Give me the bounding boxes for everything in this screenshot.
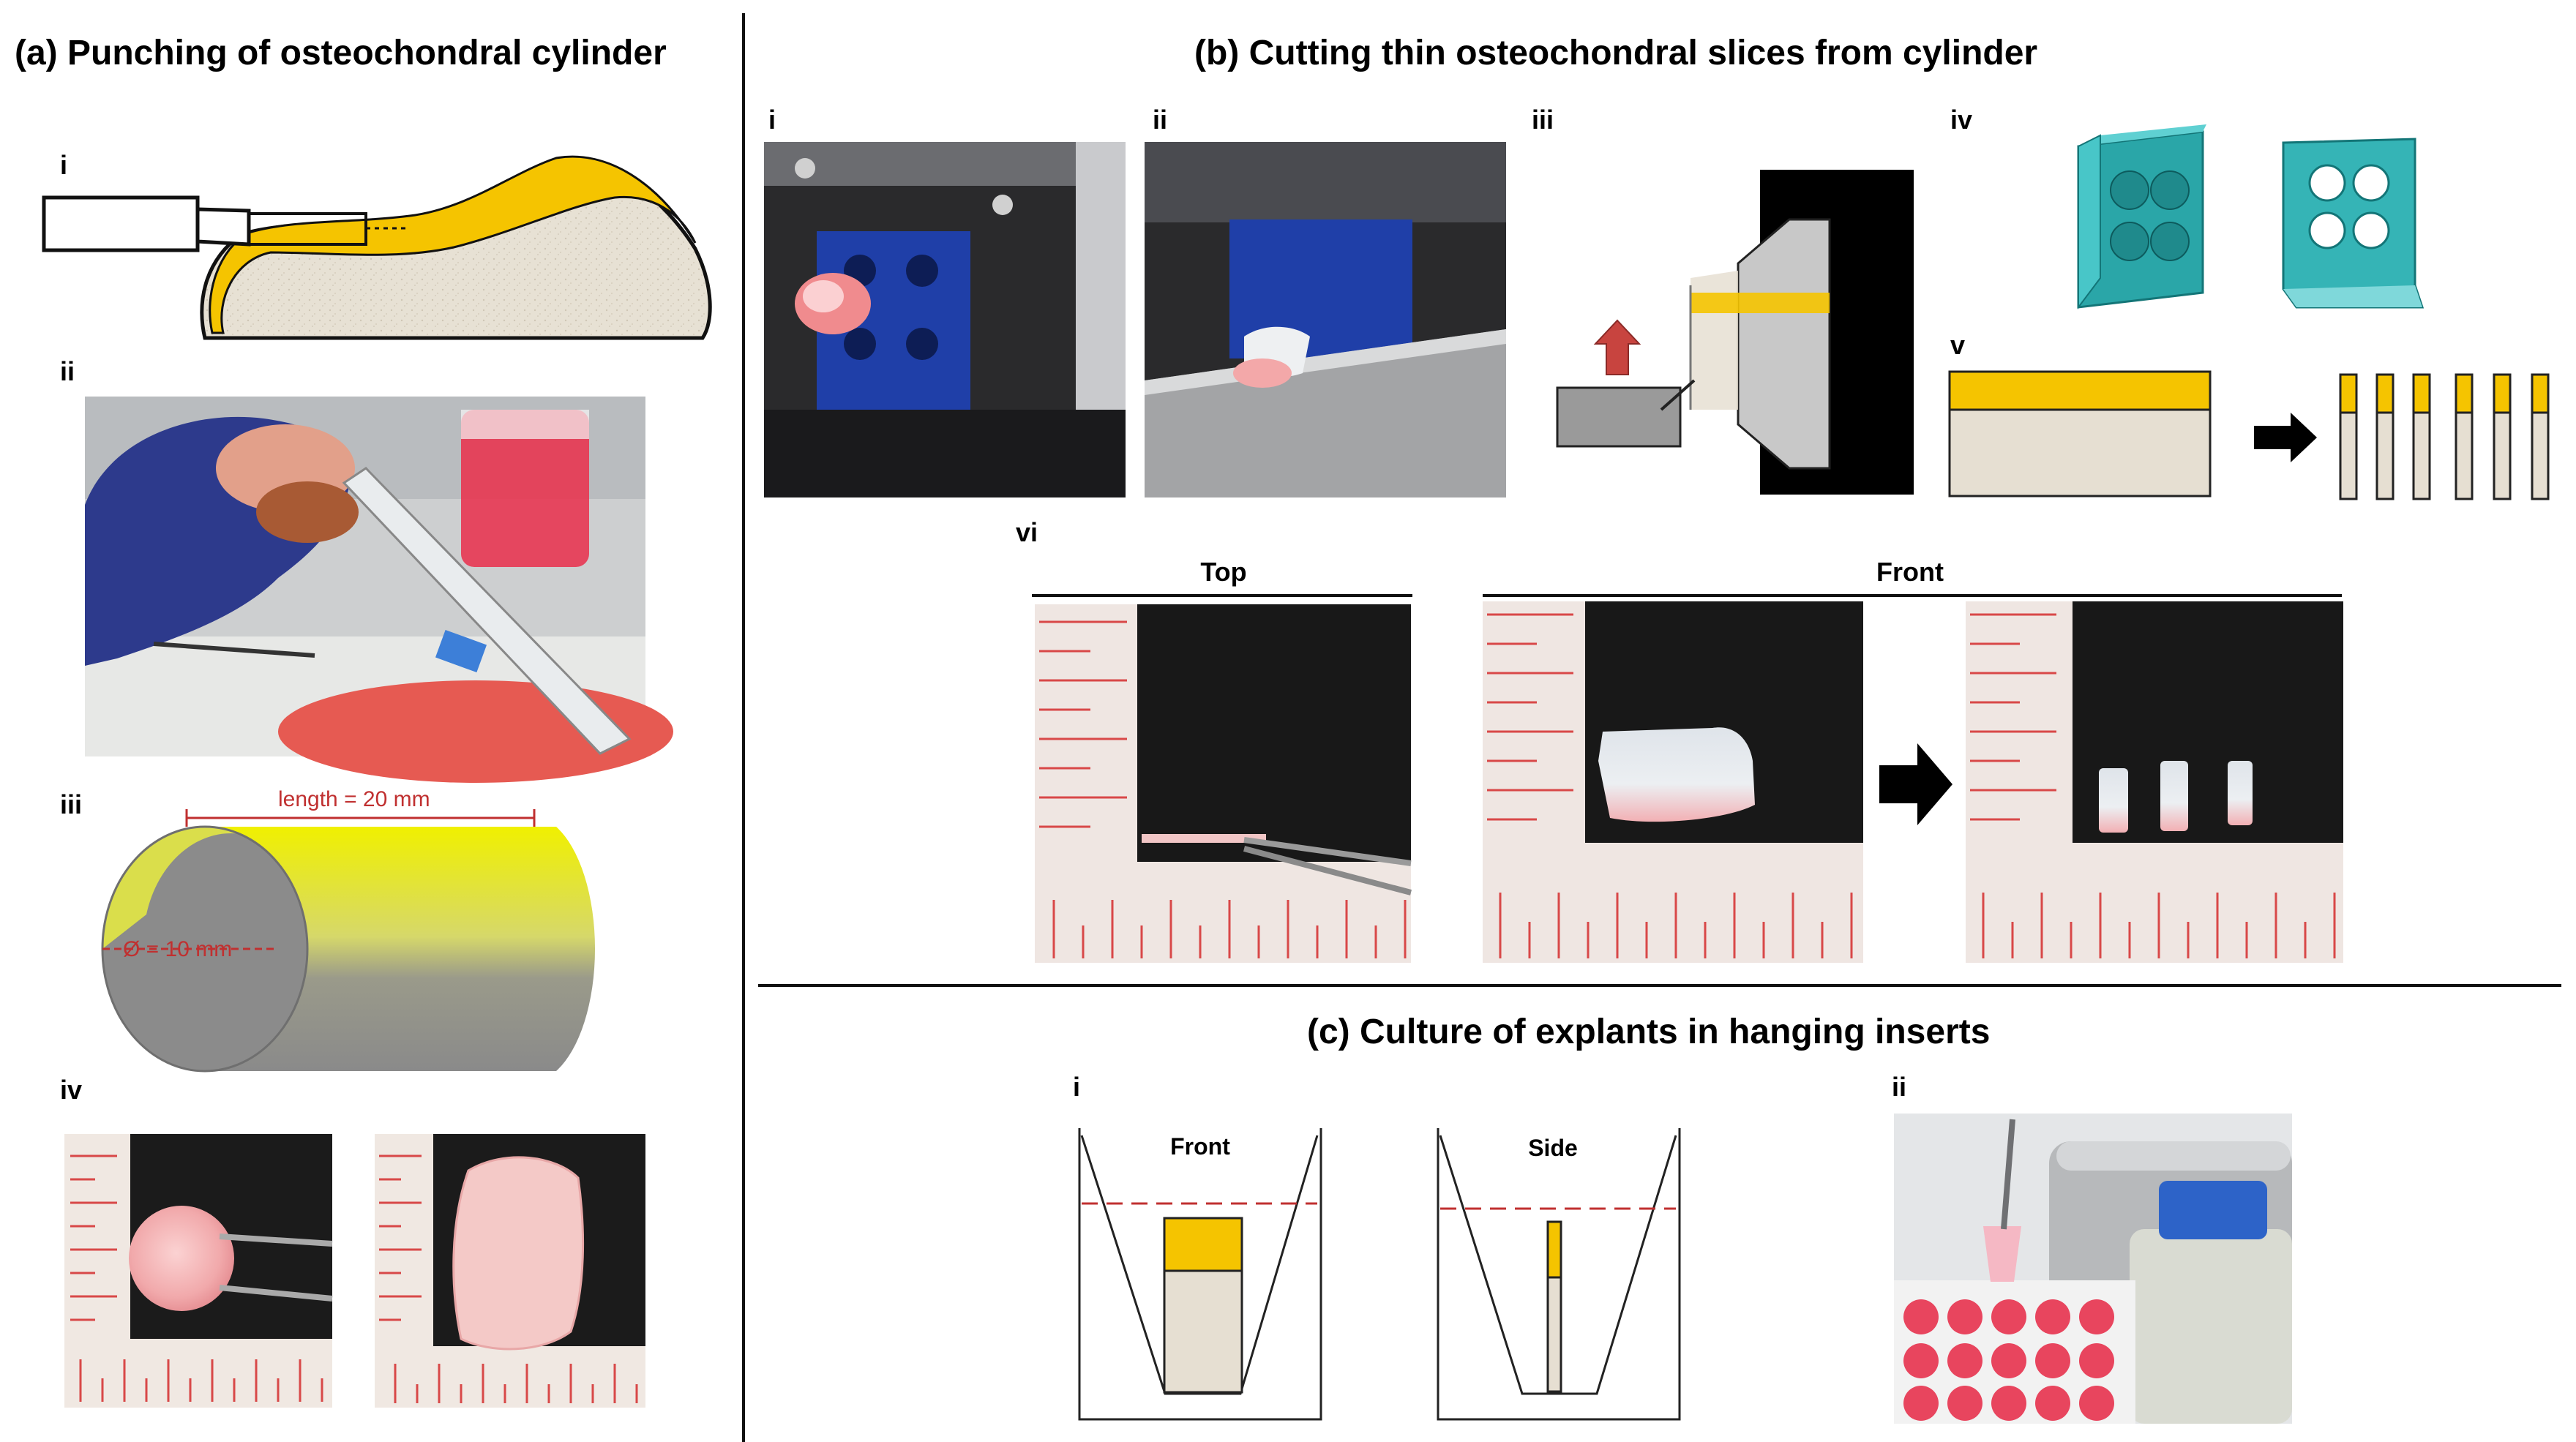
explant-side-cartilage xyxy=(1546,1220,1562,1279)
upward-arrow xyxy=(1593,319,1641,375)
slicing-schematic xyxy=(1948,370,2550,500)
slice-division-arrow xyxy=(1879,743,1952,825)
punch-tool xyxy=(342,467,632,755)
panel-c-label-ii: ii xyxy=(1892,1072,1906,1102)
slice-top-photo xyxy=(1035,604,1412,963)
culture-plate-photo xyxy=(1894,1114,2292,1424)
medium-beaker xyxy=(461,410,589,567)
slice-piece-1 xyxy=(2099,768,2128,833)
explant-cartilage xyxy=(1163,1217,1243,1272)
pbs-bottle xyxy=(2130,1229,2292,1424)
panel-a-label-i: i xyxy=(60,150,67,180)
cylinder-body xyxy=(205,827,596,1071)
sample-ruler-photo-1 xyxy=(64,1134,333,1408)
cutting-device-photo-1 xyxy=(764,142,1126,497)
cylinder-cartilage-rect xyxy=(1948,370,2212,411)
panel-b-title: (b) Cutting thin osteochondral slices fr… xyxy=(1194,34,2037,72)
sample-ruler-photo-2 xyxy=(375,1134,645,1408)
teal-block-3d xyxy=(2077,124,2206,309)
slice-front-photo xyxy=(1483,601,1863,963)
panel-b-label-iii: iii xyxy=(1532,105,1554,135)
diameter-label: Ø = 10 mm xyxy=(123,937,232,961)
slicing-arrow xyxy=(2254,413,2317,462)
panel-a-label-iii: iii xyxy=(60,789,82,819)
cylinder-side-view xyxy=(452,1156,585,1351)
blue-cap xyxy=(435,629,487,673)
teal-block-front xyxy=(2282,138,2425,309)
blue-bottle-cap xyxy=(2159,1181,2267,1239)
top-view-label: Top xyxy=(1200,557,1246,587)
slice-piece-3 xyxy=(2228,761,2253,825)
panel-a-title: (a) Punching of osteochondral cylinder xyxy=(15,34,667,72)
panel-b-label-i: i xyxy=(768,105,776,135)
punch-handle xyxy=(42,195,200,252)
insert-side-diagram: Side xyxy=(1437,1128,1681,1421)
punching-photo xyxy=(85,397,673,783)
forceps xyxy=(2001,1119,2015,1230)
hanging-insert xyxy=(1983,1226,2021,1282)
length-label: length = 20 mm xyxy=(278,787,430,811)
blade-edge xyxy=(1660,379,1696,411)
cylinder-top-view xyxy=(129,1206,234,1311)
panel-b-label-vi: vi xyxy=(1016,517,1038,547)
cylinder-diagram: length = 20 mm Ø = 10 mm xyxy=(101,787,596,1073)
cutting-device-photo-2 xyxy=(1145,142,1506,497)
panel-a-label-iv: iv xyxy=(60,1075,82,1105)
insert-front-label: Front xyxy=(1170,1133,1230,1160)
cutting-schematic xyxy=(1556,170,1914,495)
slices-cut-photo xyxy=(1966,601,2343,963)
insert-front-diagram: Front xyxy=(1078,1128,1322,1421)
slice-piece-2 xyxy=(2160,761,2188,831)
grey-wedge xyxy=(1737,218,1831,470)
slice-front-view xyxy=(1598,727,1755,822)
thin-slice-top xyxy=(1142,834,1266,843)
blade-block xyxy=(1556,386,1682,448)
front-view-label: Front xyxy=(1876,557,1944,587)
panel-b-label-ii: ii xyxy=(1153,105,1167,135)
panel-a-label-ii: ii xyxy=(60,356,75,386)
joint-punch-diagram xyxy=(42,155,712,340)
panel-b-label-iv: iv xyxy=(1950,105,1972,135)
cartilage-strip xyxy=(1690,293,1830,313)
insert-side-label: Side xyxy=(1528,1135,1578,1161)
punch-neck xyxy=(195,207,251,247)
cartilage-layer xyxy=(209,155,697,334)
panel-b-label-v: v xyxy=(1950,330,1965,360)
panel-c-label-i: i xyxy=(1073,1072,1080,1102)
panel-c-title: (c) Culture of explants in hanging inser… xyxy=(1307,1013,1990,1051)
slices-row xyxy=(2339,373,2550,500)
